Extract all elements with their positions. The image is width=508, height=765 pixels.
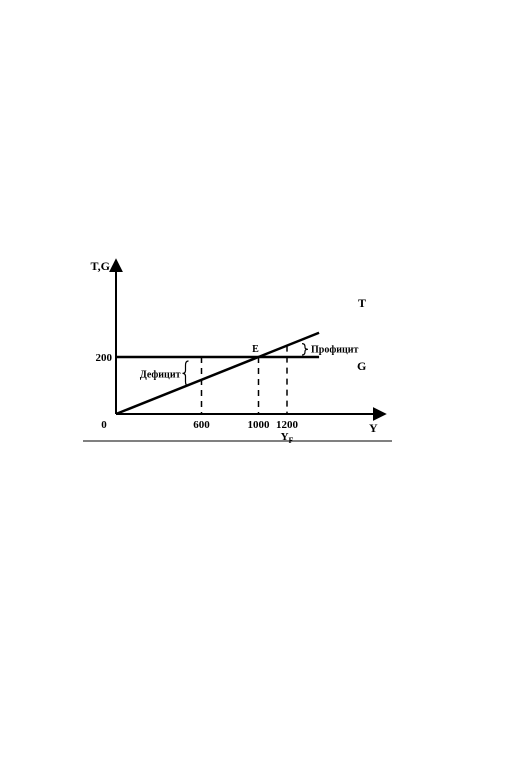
origin-label: 0 [101, 419, 107, 431]
full-employment-label-main: Y [281, 431, 289, 443]
x-tick-label-1200: 1200 [276, 419, 299, 431]
surplus-label: Профицит [311, 344, 359, 355]
deficit-brace [182, 360, 189, 387]
full-employment-label: YF [281, 431, 294, 445]
y-axis-title: T,G [91, 259, 110, 273]
x-tick-label-1000: 1000 [248, 419, 271, 431]
y-tick-label-200: 200 [96, 352, 113, 364]
x-axis-title: Y [369, 421, 378, 435]
series-label-g: G [357, 359, 366, 373]
series-label-t: T [358, 296, 366, 310]
series-line-t [115, 331, 320, 416]
deficit-label: Дефицит [140, 369, 181, 380]
surplus-brace [301, 343, 309, 356]
equilibrium-label: E [252, 344, 259, 355]
x-tick-label-600: 600 [193, 419, 210, 431]
full-employment-label-sub: F [289, 436, 294, 445]
